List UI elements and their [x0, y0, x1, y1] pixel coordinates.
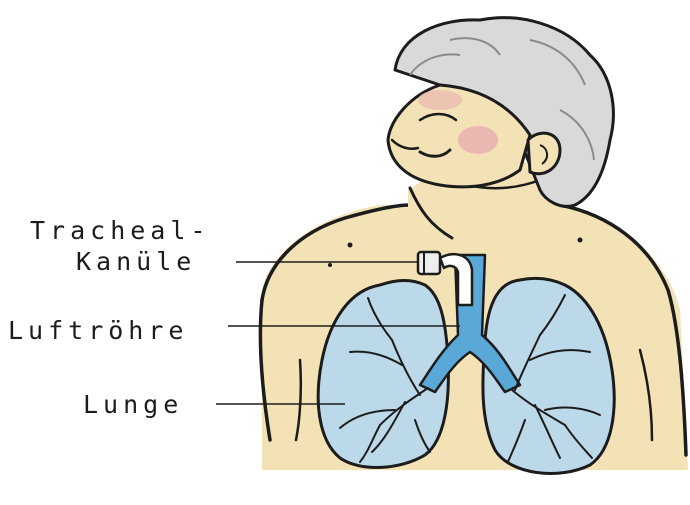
label-lunge: Lunge: [83, 392, 183, 417]
label-tracheal-line2: Kanüle: [76, 249, 210, 274]
cheek: [458, 126, 498, 154]
ear: [528, 133, 560, 174]
label-tracheal-line1: Tracheal-: [30, 218, 210, 243]
forehead-blush: [418, 90, 462, 110]
label-luftroehre: Luftröhre: [8, 318, 188, 343]
label-tracheal-kanuele: Tracheal- Kanüle: [30, 218, 210, 274]
